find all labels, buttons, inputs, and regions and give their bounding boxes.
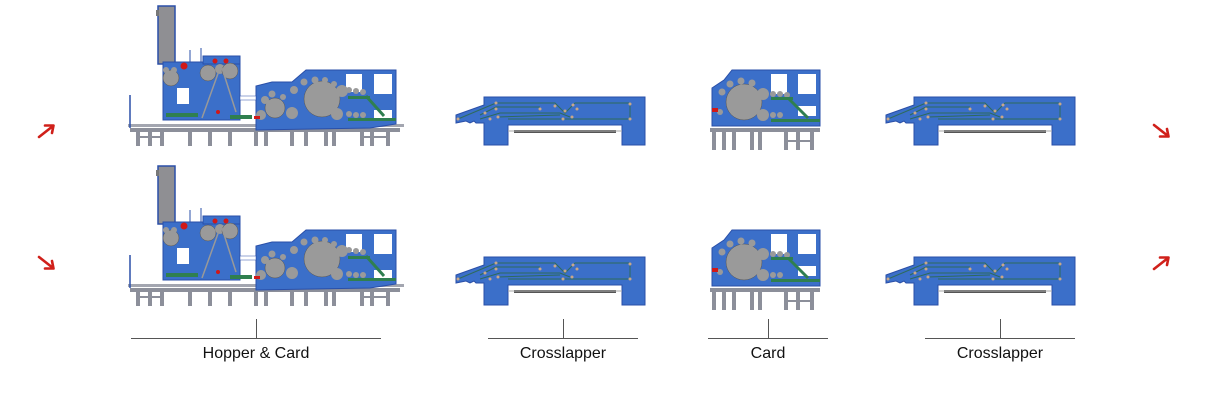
output-arrow-down-right-icon (1151, 122, 1173, 140)
section-label: Crosslapper (519, 345, 607, 362)
bracket-line (131, 338, 381, 339)
bracket-tick (768, 319, 769, 338)
bracket-tick (563, 319, 564, 338)
crosslapper-machine-top-2 (870, 85, 1090, 155)
crosslapper-machine-bottom-1 (440, 245, 660, 315)
bracket-tick (1000, 319, 1001, 338)
hopper-card-machine-bottom (120, 160, 410, 315)
bracket-line (925, 338, 1075, 339)
bracket-line (488, 338, 638, 339)
crosslapper-machine-top-1 (440, 85, 660, 155)
card-machine-top (700, 60, 830, 160)
section-label: Card (750, 345, 786, 362)
section-label: Hopper & Card (202, 345, 310, 362)
input-arrow-down-right-icon (36, 254, 58, 272)
crosslapper-machine-bottom-2 (870, 245, 1090, 315)
section-label: Crosslapper (956, 345, 1044, 362)
bracket-line (708, 338, 828, 339)
hopper-card-machine-top (120, 0, 410, 155)
input-arrow-up-right-icon (36, 122, 58, 140)
card-machine-bottom (700, 220, 830, 320)
output-arrow-up-right-icon (1151, 254, 1173, 272)
bracket-tick (256, 319, 257, 338)
